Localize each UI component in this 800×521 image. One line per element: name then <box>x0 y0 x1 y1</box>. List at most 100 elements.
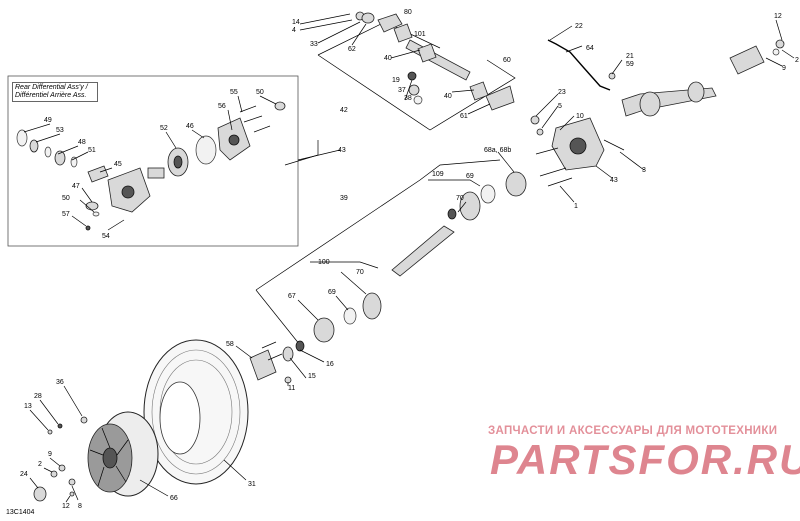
u-joint-40a <box>417 43 437 63</box>
callout-57: 57 <box>62 211 70 218</box>
rear-differential <box>530 115 625 187</box>
callout-12b: 12 <box>62 503 70 510</box>
u-joint-40b <box>469 81 489 101</box>
callout-54: 54 <box>102 233 110 240</box>
callout-16: 16 <box>326 361 334 368</box>
clamp-69b <box>343 307 357 325</box>
tire-tread-line-1 <box>151 349 241 475</box>
inset-title: Rear Differential Ass'y / Différentiel A… <box>12 82 98 102</box>
callout-68: 68a, 68b <box>484 147 511 154</box>
u-joint-101 <box>393 23 413 43</box>
callout-23: 23 <box>558 89 566 96</box>
callout-61: 61 <box>460 113 468 120</box>
washer-2b <box>50 470 58 478</box>
callout-numbers: 14 4 33 62 80 101 40 19 37 38 60 40 42 6… <box>20 9 799 510</box>
callout-1: 1 <box>574 203 578 210</box>
bolt-23 <box>530 115 540 125</box>
callout-28: 28 <box>34 393 42 400</box>
watermark-brand: PARTSFOR.RU <box>490 436 800 483</box>
callout-60: 60 <box>503 57 511 64</box>
cv-joint-68 <box>505 171 527 197</box>
callout-56: 56 <box>218 103 226 110</box>
cap-12b <box>69 491 75 497</box>
inset-plug <box>85 225 91 231</box>
leader-lines <box>23 13 795 503</box>
callout-70a: 70 <box>456 195 464 202</box>
inset-oring <box>92 211 100 217</box>
axle-boot-outer <box>687 81 705 103</box>
boot-70a <box>459 191 481 221</box>
callout-15: 15 <box>308 373 316 380</box>
callout-13: 13 <box>24 403 32 410</box>
inset-coupler <box>147 167 165 179</box>
callout-45: 45 <box>114 161 122 168</box>
rim-spoke-1 <box>101 427 111 449</box>
bearing-15 <box>282 346 294 362</box>
wheel-hardware <box>33 416 88 502</box>
callout-40b: 40 <box>444 93 452 100</box>
callout-43a: 43 <box>338 147 346 154</box>
yoke-rear <box>485 85 515 111</box>
callout-3: 3 <box>642 167 646 174</box>
rear-right-axle <box>621 39 785 117</box>
callout-8: 8 <box>78 503 82 510</box>
stud-1 <box>539 167 567 177</box>
callout-9b: 9 <box>48 451 52 458</box>
inset-bolt-2 <box>243 115 263 123</box>
ring-38 <box>413 95 423 105</box>
callout-2a: 2 <box>795 57 799 64</box>
group-100-bracket <box>310 261 379 269</box>
callout-100: 100 <box>318 259 330 266</box>
inset-seal-ring <box>16 129 28 147</box>
callout-53: 53 <box>56 127 64 134</box>
seal-62 <box>361 12 375 24</box>
lug-nut-8 <box>68 478 76 486</box>
cv-joint-67 <box>313 317 335 343</box>
bolt-3 <box>603 139 625 151</box>
clamp-69a <box>480 184 496 204</box>
callout-22: 22 <box>575 23 583 30</box>
callout-46: 46 <box>186 123 194 130</box>
callout-101: 101 <box>414 31 426 38</box>
inset-bearing <box>29 139 39 153</box>
callout-109a: 109 <box>432 171 444 178</box>
callout-12a: 12 <box>774 13 782 20</box>
bolt-10 <box>535 147 559 155</box>
callout-11: 11 <box>288 385 295 392</box>
callout-58: 58 <box>226 341 234 348</box>
diff-bore <box>569 137 587 155</box>
callout-33: 33 <box>310 41 318 48</box>
inset-ring-gear-hub <box>173 155 183 169</box>
callout-37: 37 <box>398 87 406 94</box>
callout-50b: 50 <box>62 195 70 202</box>
callout-14: 14 <box>292 19 300 26</box>
hub-flange-right <box>729 45 765 75</box>
inset-oil-seal <box>85 201 99 211</box>
axle-boot-inner <box>639 91 661 117</box>
callout-50a: 50 <box>256 89 264 96</box>
grease-fitting-19 <box>407 71 417 81</box>
inset-pinion-gear <box>87 165 109 183</box>
figure-code: 13C1404 <box>6 509 35 516</box>
inset-seal-top <box>274 101 286 111</box>
group-42-bracket <box>317 54 516 131</box>
wheel-hub-58 <box>249 349 277 381</box>
callout-19: 19 <box>392 77 400 84</box>
group-43-leader <box>284 140 319 166</box>
nut-16 <box>295 340 305 352</box>
callout-21: 21 <box>626 53 634 60</box>
callout-48: 48 <box>78 139 86 146</box>
yoke-front <box>377 13 403 33</box>
seal-37 <box>408 84 420 96</box>
callout-40a: 40 <box>384 55 392 62</box>
washer-2a <box>772 48 780 56</box>
front-driveshaft <box>295 171 527 352</box>
group-39-bracket <box>255 159 501 291</box>
inset-cover-bore <box>228 134 240 146</box>
inset-parts <box>16 101 286 231</box>
breather-hose-64 <box>547 39 611 91</box>
inset-washer <box>70 156 78 168</box>
rim-spoke-5 <box>89 449 104 456</box>
rim-spoke-3 <box>115 465 127 483</box>
screw-13 <box>47 429 53 435</box>
